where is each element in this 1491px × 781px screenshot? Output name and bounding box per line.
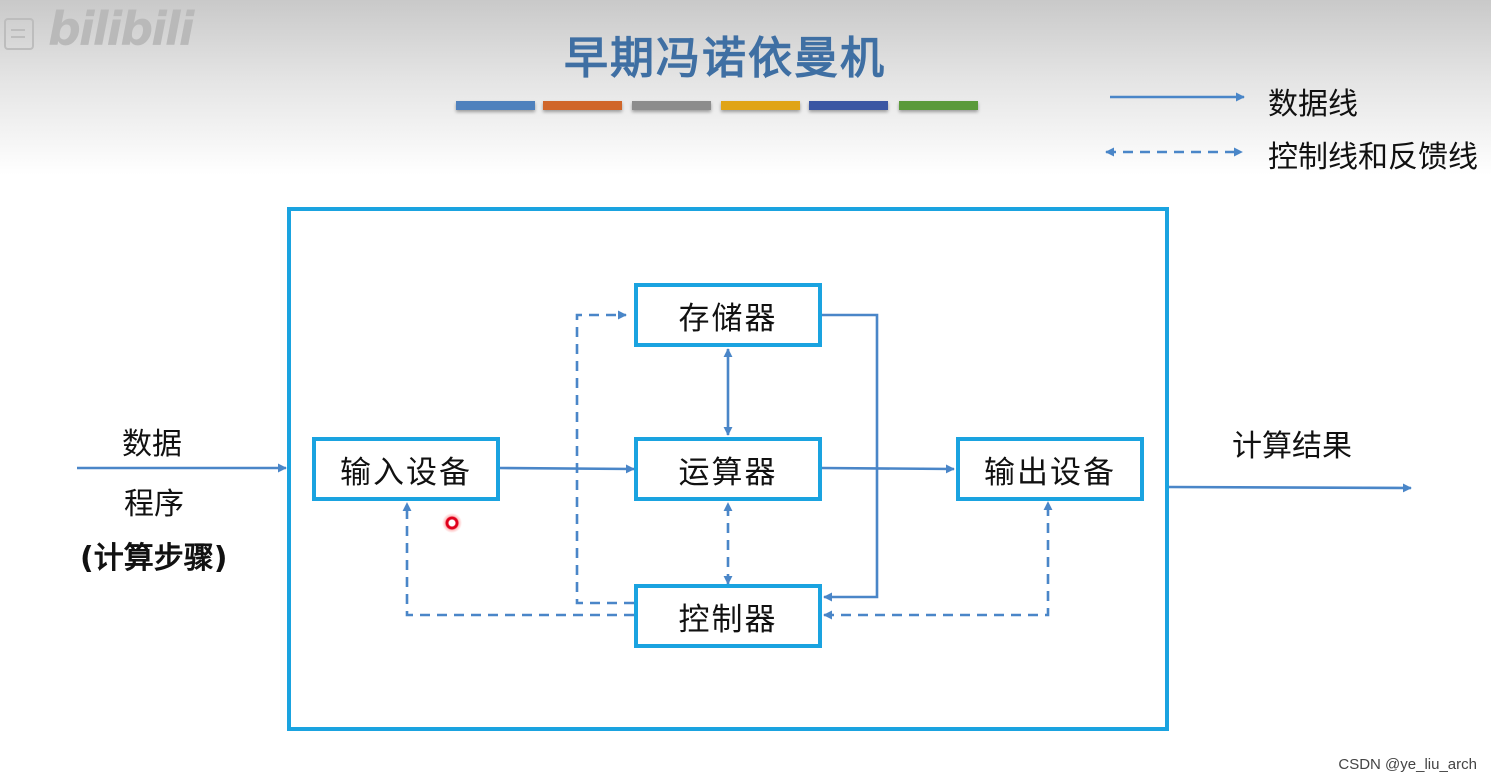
control-to-input <box>402 502 634 617</box>
arrow-memory-to-controller <box>822 313 879 602</box>
color-bar-4 <box>721 101 800 110</box>
arrow-result-out <box>1168 483 1412 493</box>
legend-control-line-label: 控制线和反馈线 <box>1268 140 1478 175</box>
alu-label: 运算器 <box>678 454 778 491</box>
computer-boundary <box>287 207 1169 731</box>
memory-box: 存储器 <box>634 283 822 347</box>
input-steps-label: (计算步骤) <box>80 541 228 576</box>
input-data-label: 数据 <box>122 427 182 462</box>
color-bar-3 <box>632 101 711 110</box>
control-output-link <box>823 501 1053 620</box>
color-bar-1 <box>456 101 535 110</box>
control-to-memory <box>575 310 634 605</box>
credit-watermark: CSDN @ye_liu_arch <box>1338 756 1477 773</box>
arrow-input-to-alu <box>499 464 635 474</box>
menu-icon <box>4 18 34 50</box>
output-device-label: 输出设备 <box>984 454 1116 491</box>
memory-label: 存储器 <box>678 300 778 337</box>
bilibili-watermark: bilibili <box>48 2 194 56</box>
output-device-box: 输出设备 <box>956 437 1144 501</box>
page-title: 早期冯诺依曼机 <box>564 33 886 84</box>
color-bar-2 <box>543 101 622 110</box>
input-device-box: 输入设备 <box>312 437 500 501</box>
controller-label: 控制器 <box>678 601 778 638</box>
input-device-label: 输入设备 <box>340 454 472 491</box>
alu-box: 运算器 <box>634 437 822 501</box>
output-result-label: 计算结果 <box>1232 429 1352 464</box>
controller-box: 控制器 <box>634 584 822 648</box>
color-bar-5 <box>809 101 888 110</box>
legend-data-line-label: 数据线 <box>1268 87 1358 122</box>
color-bar-6 <box>899 101 978 110</box>
pointer-cursor <box>442 513 462 533</box>
input-program-label: 程序 <box>124 487 184 522</box>
header-background <box>0 0 1491 175</box>
arrow-alu-to-output <box>821 464 955 474</box>
